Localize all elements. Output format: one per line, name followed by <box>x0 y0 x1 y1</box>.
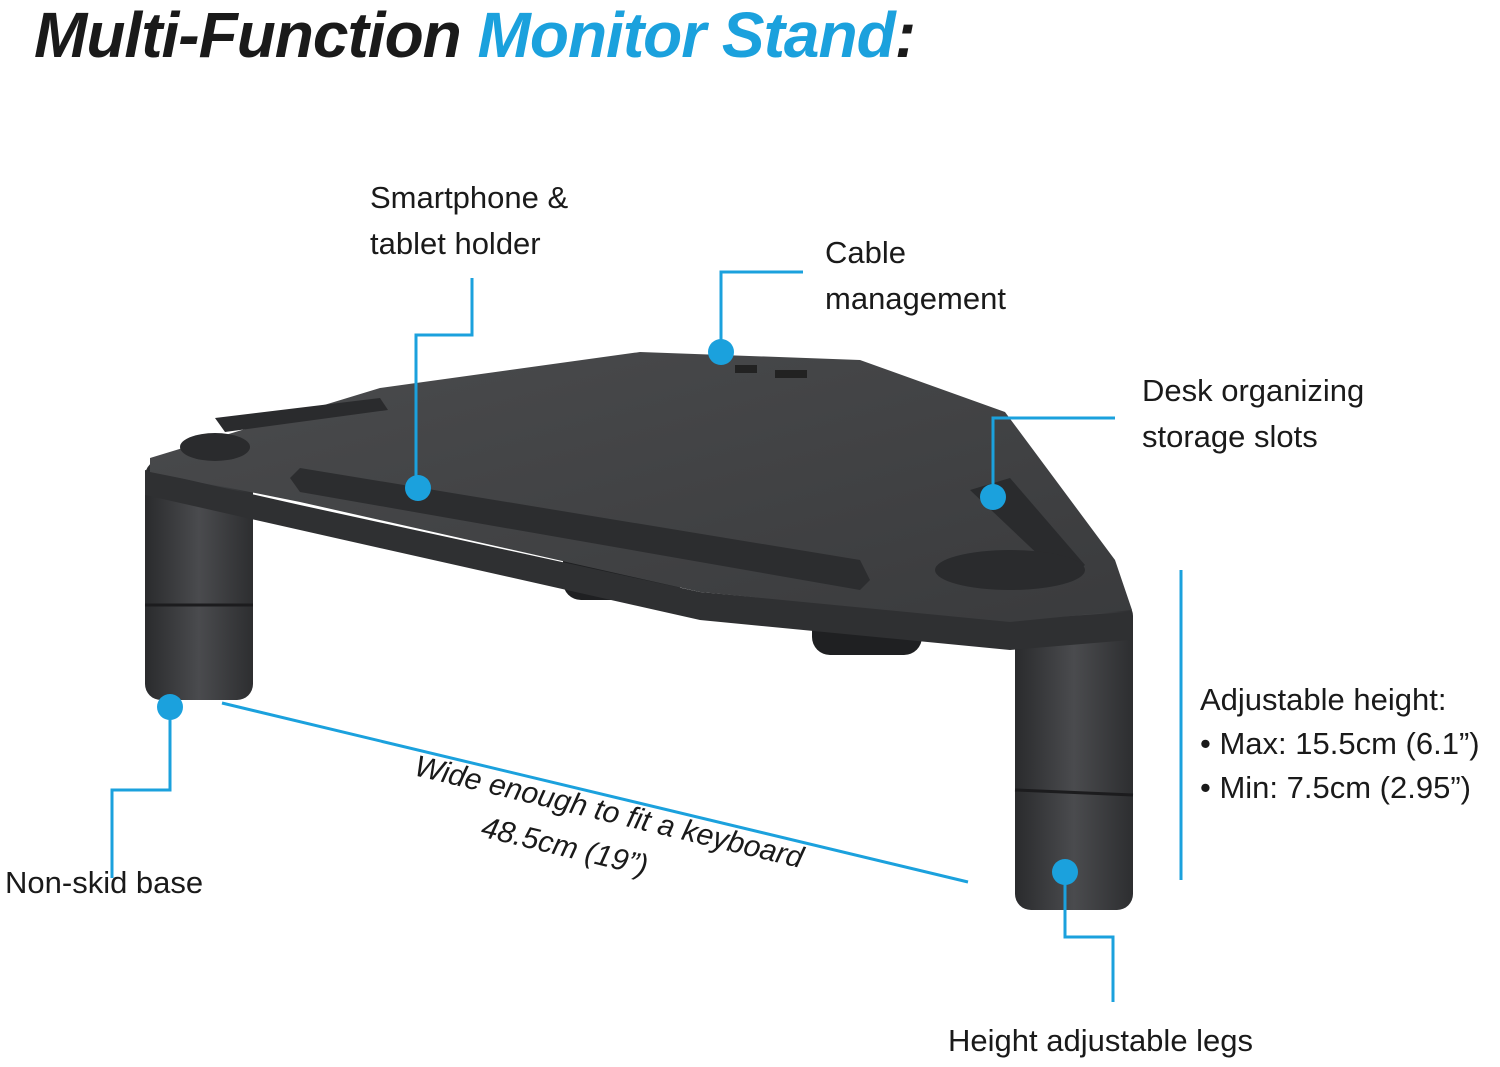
left-leg <box>145 460 253 700</box>
callout-dot <box>157 694 183 720</box>
tablet-slot <box>290 468 870 590</box>
title-part: Multi-Function <box>34 0 478 71</box>
height-spec-max: • Max: 15.5cm (6.1”) <box>1200 726 1480 761</box>
callout-dot <box>708 339 734 365</box>
page-title: Multi-Function Monitor Stand: <box>34 0 916 72</box>
height-spec-heading: Adjustable height: <box>1200 682 1447 717</box>
stand-top <box>150 352 1132 622</box>
right-leg <box>1015 600 1133 910</box>
callout-lines <box>110 270 1183 1002</box>
callout-dot <box>980 484 1006 510</box>
height-legs-label: Height adjustable legs <box>948 1023 1254 1058</box>
callout-dot <box>405 475 431 501</box>
height-spec-min: • Min: 7.5cm (2.95”) <box>1200 770 1471 805</box>
callout-dot <box>1052 859 1078 885</box>
title-colon: : <box>894 0 916 71</box>
non-skid-base-label: Non-skid base <box>5 865 204 900</box>
title-accent: Monitor Stand <box>477 0 896 71</box>
height-spec: Adjustable height: • Max: 15.5cm (6.1”) … <box>1200 678 1480 810</box>
smartphone-holder-label: Smartphone &tablet holder <box>370 180 569 261</box>
